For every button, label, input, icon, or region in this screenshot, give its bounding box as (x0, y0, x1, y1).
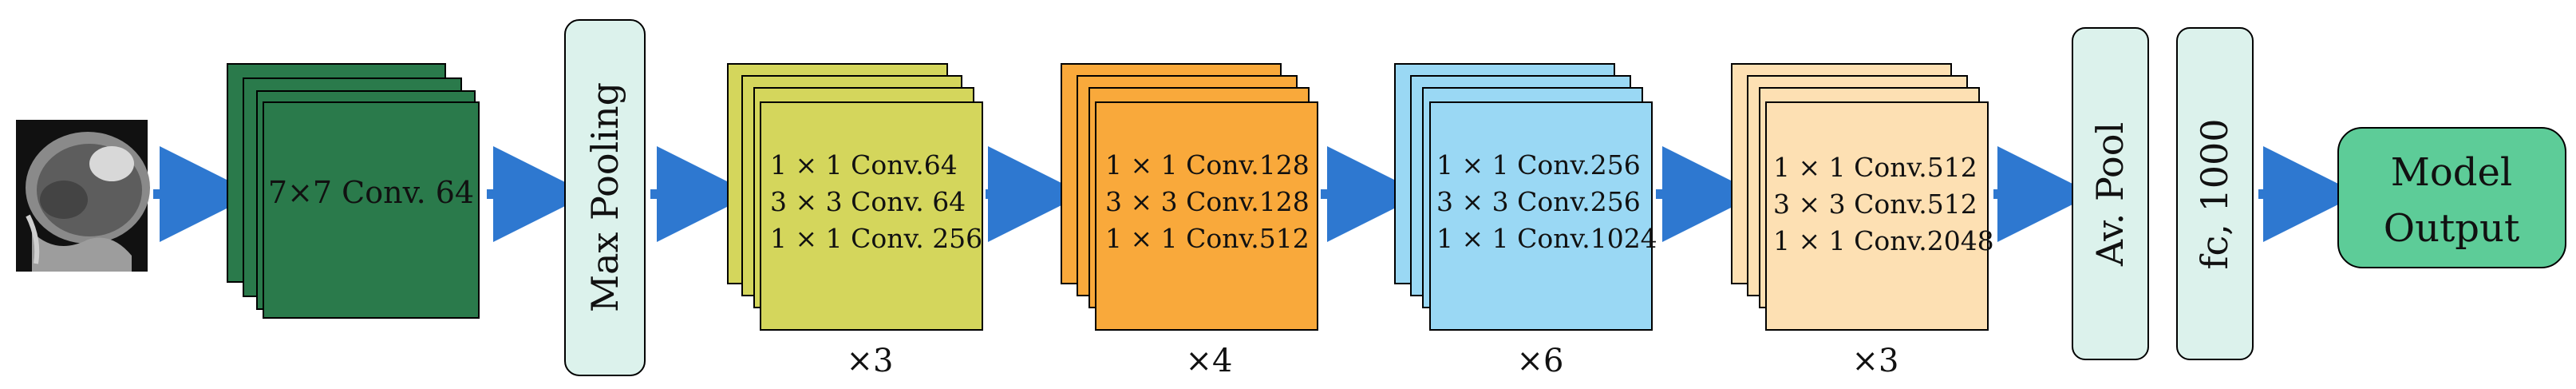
block3-front (1429, 101, 1653, 331)
av-pool-label: Av. Pool (2088, 122, 2132, 267)
av-pool-block: Av. Pool (2072, 27, 2149, 360)
block1-front (760, 101, 983, 331)
block4-line-2: 3 × 3 Conv.512 (1773, 189, 1977, 220)
input-mri-image (16, 120, 150, 272)
max-pooling-label: Max Pooling (583, 82, 626, 312)
model-output-block: Model Output (2337, 127, 2566, 268)
block4-stack: 1 × 1 Conv.512 3 × 3 Conv.512 1 × 1 Conv… (1731, 63, 1994, 379)
block3-stack: 1 × 1 Conv.256 3 × 3 Conv.256 1 × 1 Conv… (1394, 63, 1657, 379)
model-output-box (2337, 127, 2566, 268)
block4-line-1: 1 × 1 Conv.512 (1773, 152, 1977, 183)
block2-front (1095, 101, 1318, 331)
conv1-stack: 7×7 Conv. 64 (227, 63, 480, 319)
block4-front (1765, 101, 1989, 331)
block1-stack: 1 × 1 Conv.64 3 × 3 Conv. 64 1 × 1 Conv.… (727, 63, 983, 379)
block1-repeat-label: ×3 (847, 343, 894, 379)
model-output-line-2: Output (2384, 206, 2519, 251)
block2-line-2: 3 × 3 Conv.128 (1105, 186, 1310, 217)
block4-repeat-label: ×3 (1852, 343, 1899, 379)
fc-label: fc, 1000 (2193, 118, 2236, 269)
block3-line-3: 1 × 1 Conv.1024 (1436, 223, 1657, 254)
fc-box (2176, 27, 2254, 360)
fc-block: fc, 1000 (2176, 27, 2254, 360)
conv1-label: 7×7 Conv. 64 (268, 175, 474, 210)
block1-line-2: 3 × 3 Conv. 64 (770, 186, 966, 217)
block2-line-1: 1 × 1 Conv.128 (1105, 149, 1310, 181)
block3-line-2: 3 × 3 Conv.256 (1436, 186, 1641, 217)
block2-stack: 1 × 1 Conv.128 3 × 3 Conv.128 1 × 1 Conv… (1061, 63, 1318, 379)
block2-repeat-label: ×4 (1186, 343, 1233, 379)
block4-line-3: 1 × 1 Conv.2048 (1773, 225, 1994, 256)
model-output-line-1: Model (2391, 150, 2513, 195)
block2-line-3: 1 × 1 Conv.512 (1105, 223, 1310, 254)
block3-line-1: 1 × 1 Conv.256 (1436, 149, 1641, 181)
max-pooling-box (564, 19, 646, 376)
max-pooling-block: Max Pooling (564, 19, 646, 376)
block3-repeat-label: ×6 (1517, 343, 1564, 379)
block1-line-3: 1 × 1 Conv. 256 (770, 223, 982, 254)
block1-line-1: 1 × 1 Conv.64 (770, 149, 958, 181)
av-pool-box (2072, 27, 2149, 360)
conv1-layer-front (263, 101, 480, 319)
